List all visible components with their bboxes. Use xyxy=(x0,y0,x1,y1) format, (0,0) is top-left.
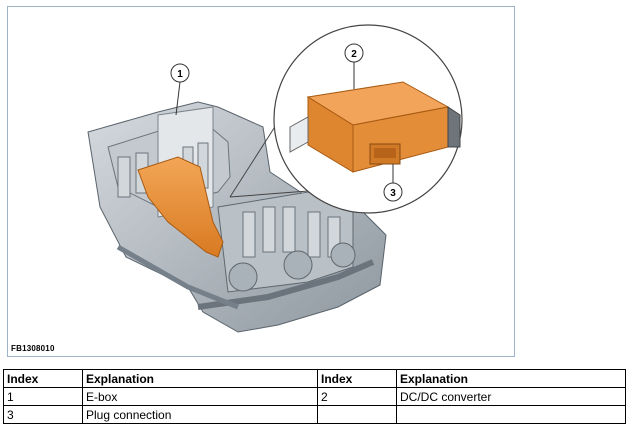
cell-index: 3 xyxy=(3,405,83,424)
svg-text:1: 1 xyxy=(177,69,183,80)
callout-1: 1 xyxy=(170,63,190,116)
callout-3: 3 xyxy=(383,164,403,202)
svg-text:2: 2 xyxy=(351,49,357,60)
svg-text:3: 3 xyxy=(390,188,396,199)
cell-index: 1 xyxy=(3,387,83,406)
cell-index xyxy=(317,405,397,424)
header-explanation-1: Explanation xyxy=(82,369,318,388)
cell-explanation xyxy=(396,405,626,424)
dcdc-converter-installed xyxy=(137,156,224,258)
table-row: 1 E-box 2 DC/DC converter xyxy=(3,387,626,406)
dcdc-converter-detail xyxy=(289,81,461,173)
legend-table: Index Explanation Index Explanation 1 E-… xyxy=(3,369,626,424)
cell-explanation: E-box xyxy=(82,387,318,406)
header-index-2: Index xyxy=(317,369,397,388)
cell-index: 2 xyxy=(317,387,397,406)
table-row: 3 Plug connection xyxy=(3,405,626,424)
figure-code: FB1308010 xyxy=(11,344,55,353)
header-explanation-2: Explanation xyxy=(396,369,626,388)
ebox-illustration: 1 2 3 xyxy=(87,24,463,333)
cell-explanation: Plug connection xyxy=(82,405,318,424)
table-header-row: Index Explanation Index Explanation xyxy=(3,369,626,388)
header-index-1: Index xyxy=(3,369,83,388)
cell-explanation: DC/DC converter xyxy=(396,387,626,406)
figure-frame: 1 2 3 FB1308010 xyxy=(7,6,515,357)
callout-2: 2 xyxy=(344,43,364,89)
